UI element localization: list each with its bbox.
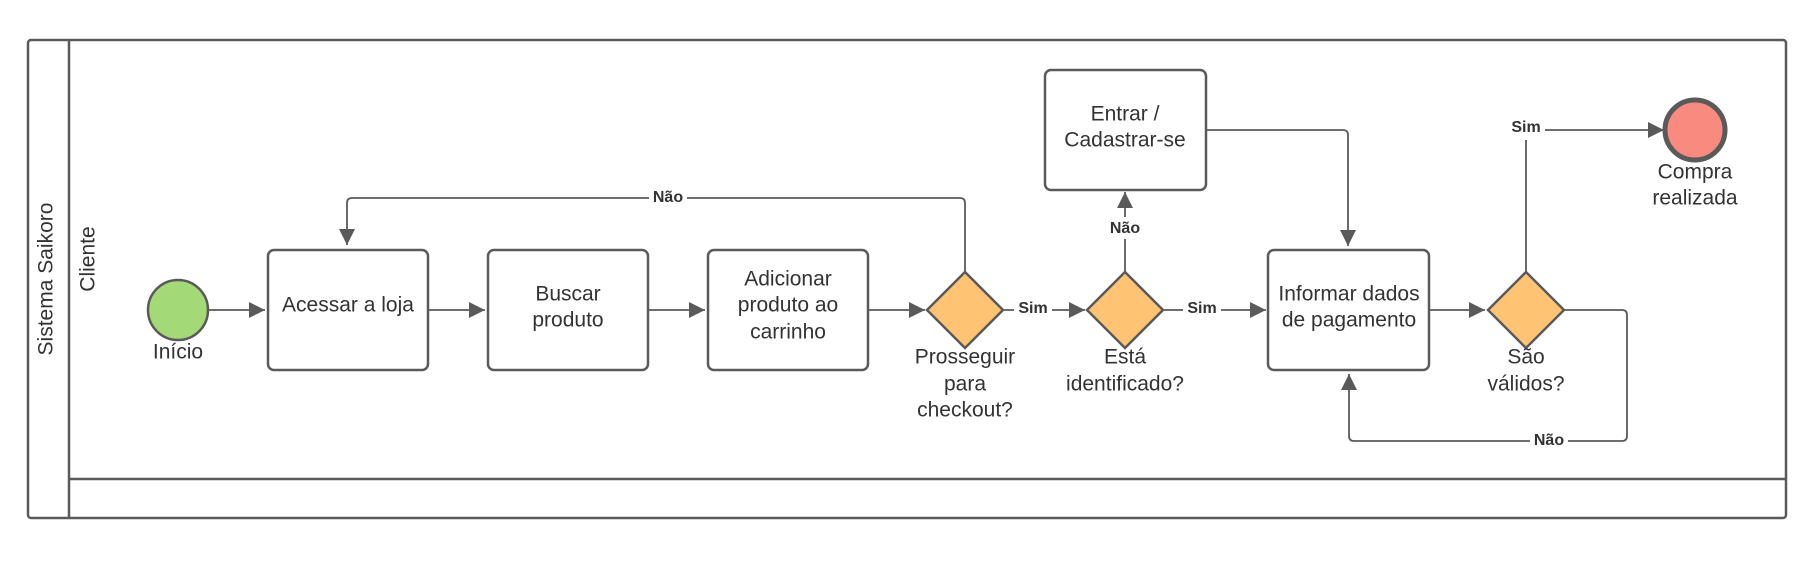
task-informar-pagamento-line2: de pagamento	[1282, 309, 1416, 332]
end-event-circle[interactable]	[1662, 97, 1728, 163]
gateway-checkout-line3: checkout?	[917, 399, 1013, 422]
edge-entrar-to-informar[interactable]	[1206, 129, 1357, 246]
task-informar-pagamento-line1: Informar dados	[1278, 283, 1419, 306]
gateway-checkout-line2: para	[944, 373, 986, 396]
lane-title: Cliente	[77, 226, 100, 291]
end-event-label-line2: realizada	[1652, 187, 1738, 210]
task-entrar-cadastrar[interactable]: Entrar / Cadastrar-se	[1043, 68, 1208, 192]
end-event[interactable]: Compra realizada	[1652, 97, 1738, 210]
edge-label-identificado-no: Não	[1110, 220, 1140, 237]
gateway-validos-line2: válidos?	[1487, 373, 1564, 396]
task-adicionar-carrinho-line2: produto ao	[738, 294, 838, 317]
task-buscar-produto-line1: Buscar	[535, 283, 600, 306]
task-entrar-cadastrar-line1: Entrar /	[1091, 103, 1160, 126]
gateway-identificado-diamond[interactable]	[1085, 270, 1165, 350]
task-adicionar-carrinho-box[interactable]	[706, 248, 870, 372]
gateway-identificado-line1: Está	[1104, 346, 1146, 369]
end-event-label-line1: Compra	[1658, 161, 1733, 184]
gateway-identificado-line2: identificado?	[1066, 373, 1184, 396]
task-buscar-produto-line2: produto	[532, 309, 603, 332]
task-entrar-cadastrar-box[interactable]	[1043, 68, 1208, 192]
start-event[interactable]: Início	[146, 278, 210, 364]
pool-title: Sistema Saikoro	[35, 203, 58, 356]
edge-label-checkout-no: Não	[653, 189, 683, 206]
gateway-validos[interactable]: São válidos?	[1486, 270, 1566, 396]
edge-label-validos-yes: Sim	[1511, 119, 1540, 136]
edge-label-identificado-yes: Sim	[1187, 300, 1216, 317]
start-event-label: Início	[153, 341, 203, 364]
edge-labels: Não Sim Não Sim Sim Não	[649, 118, 1568, 451]
task-adicionar-carrinho-line1: Adicionar	[744, 268, 832, 291]
gateway-checkout[interactable]: Prosseguir para checkout?	[915, 270, 1015, 422]
task-entrar-cadastrar-line2: Cadastrar-se	[1064, 129, 1185, 152]
task-buscar-produto[interactable]: Buscar produto	[486, 248, 650, 372]
edge-label-validos-no: Não	[1534, 432, 1564, 449]
task-informar-pagamento-box[interactable]	[1266, 248, 1431, 372]
task-adicionar-carrinho-line3: carrinho	[750, 321, 826, 344]
pool-border	[26, 38, 1788, 520]
gateway-validos-line1: São	[1507, 346, 1544, 369]
gateway-checkout-line1: Prosseguir	[915, 346, 1015, 369]
task-adicionar-carrinho[interactable]: Adicionar produto ao carrinho	[706, 248, 870, 372]
gateway-identificado[interactable]: Está identificado?	[1066, 270, 1184, 396]
pool: Sistema Saikoro Cliente	[26, 38, 1788, 520]
task-acessar-loja-box[interactable]	[266, 248, 430, 372]
gateway-checkout-diamond[interactable]	[925, 270, 1005, 350]
gateway-validos-diamond[interactable]	[1486, 270, 1566, 350]
task-informar-pagamento[interactable]: Informar dados de pagamento	[1266, 248, 1431, 372]
task-acessar-loja-label: Acessar a loja	[282, 294, 414, 317]
start-event-circle[interactable]	[146, 278, 210, 342]
task-buscar-produto-box[interactable]	[486, 248, 650, 372]
edge-validos-no[interactable]	[1340, 309, 1628, 442]
edge-label-checkout-yes: Sim	[1018, 300, 1047, 317]
task-acessar-loja[interactable]: Acessar a loja	[266, 248, 430, 372]
